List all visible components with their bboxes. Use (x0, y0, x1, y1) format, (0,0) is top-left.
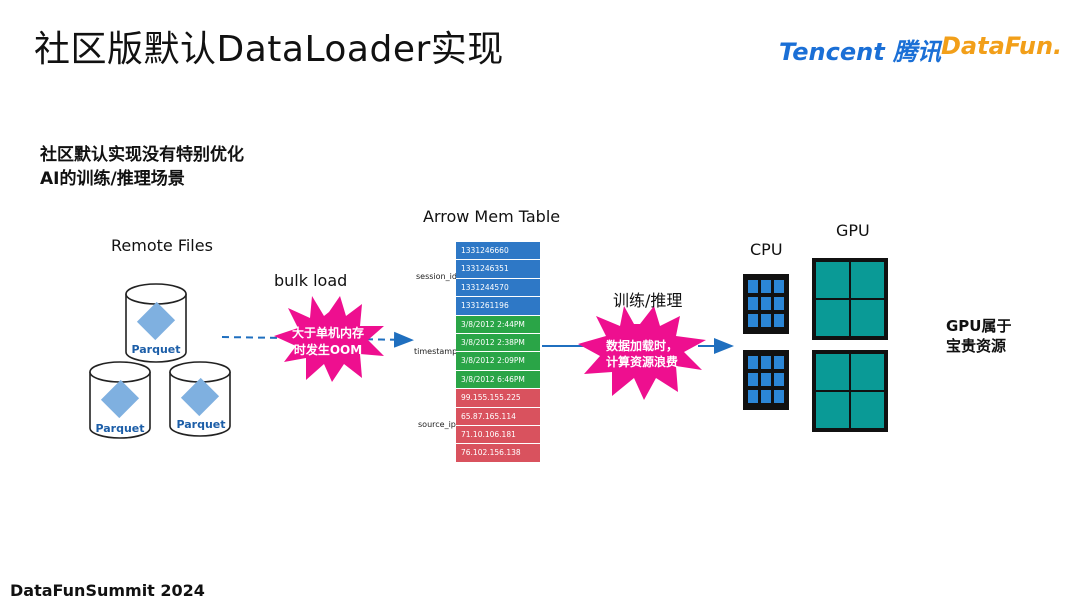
subtitle-line-2: AI的训练/推理场景 (40, 169, 185, 189)
oom-burst (274, 296, 384, 382)
parquet-label-1: Parquet (131, 343, 180, 356)
waste-text-line-2: 计算资源浪费 (606, 354, 678, 369)
table-cell: 1331244570 (456, 278, 540, 298)
remote-files-label: Remote Files (111, 236, 213, 255)
parquet-label-2: Parquet (95, 422, 144, 435)
table-cell: 65.87.165.114 (456, 407, 540, 426)
subtitle-line-1: 社区默认实现没有特别优化 (40, 145, 244, 165)
gpu-note: GPU属于 宝贵资源 (946, 316, 1012, 356)
train-infer-label: 训练/推理 (613, 291, 683, 310)
cpu-chip-icon (743, 350, 789, 410)
waste-burst (578, 306, 706, 400)
datafun-logo: DataFun. (941, 32, 1063, 60)
session-id-label: session_id (416, 272, 457, 281)
subtitle: 社区默认实现没有特别优化 AI的训练/推理场景 (40, 143, 244, 191)
waste-text-line-1: 数据加载时， (606, 338, 678, 353)
gpu-note-line-1: GPU属于 (946, 317, 1012, 335)
source-ip-label: source_ip (418, 420, 456, 429)
table-cell: 99.155.155.225 (456, 389, 540, 408)
table-cell: 1331246351 (456, 260, 540, 279)
table-cell: 76.102.156.138 (456, 444, 540, 463)
tencent-logo: Tencent 腾讯 (779, 38, 942, 66)
gpu-label: GPU (836, 221, 870, 240)
parquet-file-icon: Parquet (169, 361, 231, 437)
table-cell: 3/8/2012 2:44PM (456, 315, 540, 334)
gpu-chip-icon (812, 258, 888, 340)
parquet-file-icon: Parquet (89, 361, 151, 439)
bulk-load-label: bulk load (274, 271, 348, 290)
parquet-label-3: Parquet (176, 418, 225, 431)
oom-text-line-1: 大于单机内存 (292, 325, 364, 340)
table-cell: 1331246660 (456, 242, 540, 261)
gpu-chip-icon (812, 350, 888, 432)
oom-text-line-2: 时发生OOM (294, 342, 362, 357)
table-cell: 1331261196 (456, 297, 540, 316)
timestamp-label: timestamp (414, 347, 458, 356)
bulk-load-arrow (221, 331, 414, 348)
gpu-note-line-2: 宝贵资源 (946, 337, 1007, 355)
page-title: 社区版默认DataLoader实现 (34, 29, 504, 70)
footer: DataFunSummit 2024 (10, 581, 205, 600)
arrow-table-title: Arrow Mem Table (423, 207, 561, 226)
cpu-label: CPU (750, 240, 783, 259)
table-cell: 71.10.106.181 (456, 425, 540, 445)
table-cell: 3/8/2012 2:09PM (456, 352, 540, 371)
table-cell: 3/8/2012 6:46PM (456, 370, 540, 390)
cpu-chip-icon (743, 274, 789, 334)
table-cell: 3/8/2012 2:38PM (456, 333, 540, 353)
parquet-file-icon: Parquet (125, 283, 187, 363)
